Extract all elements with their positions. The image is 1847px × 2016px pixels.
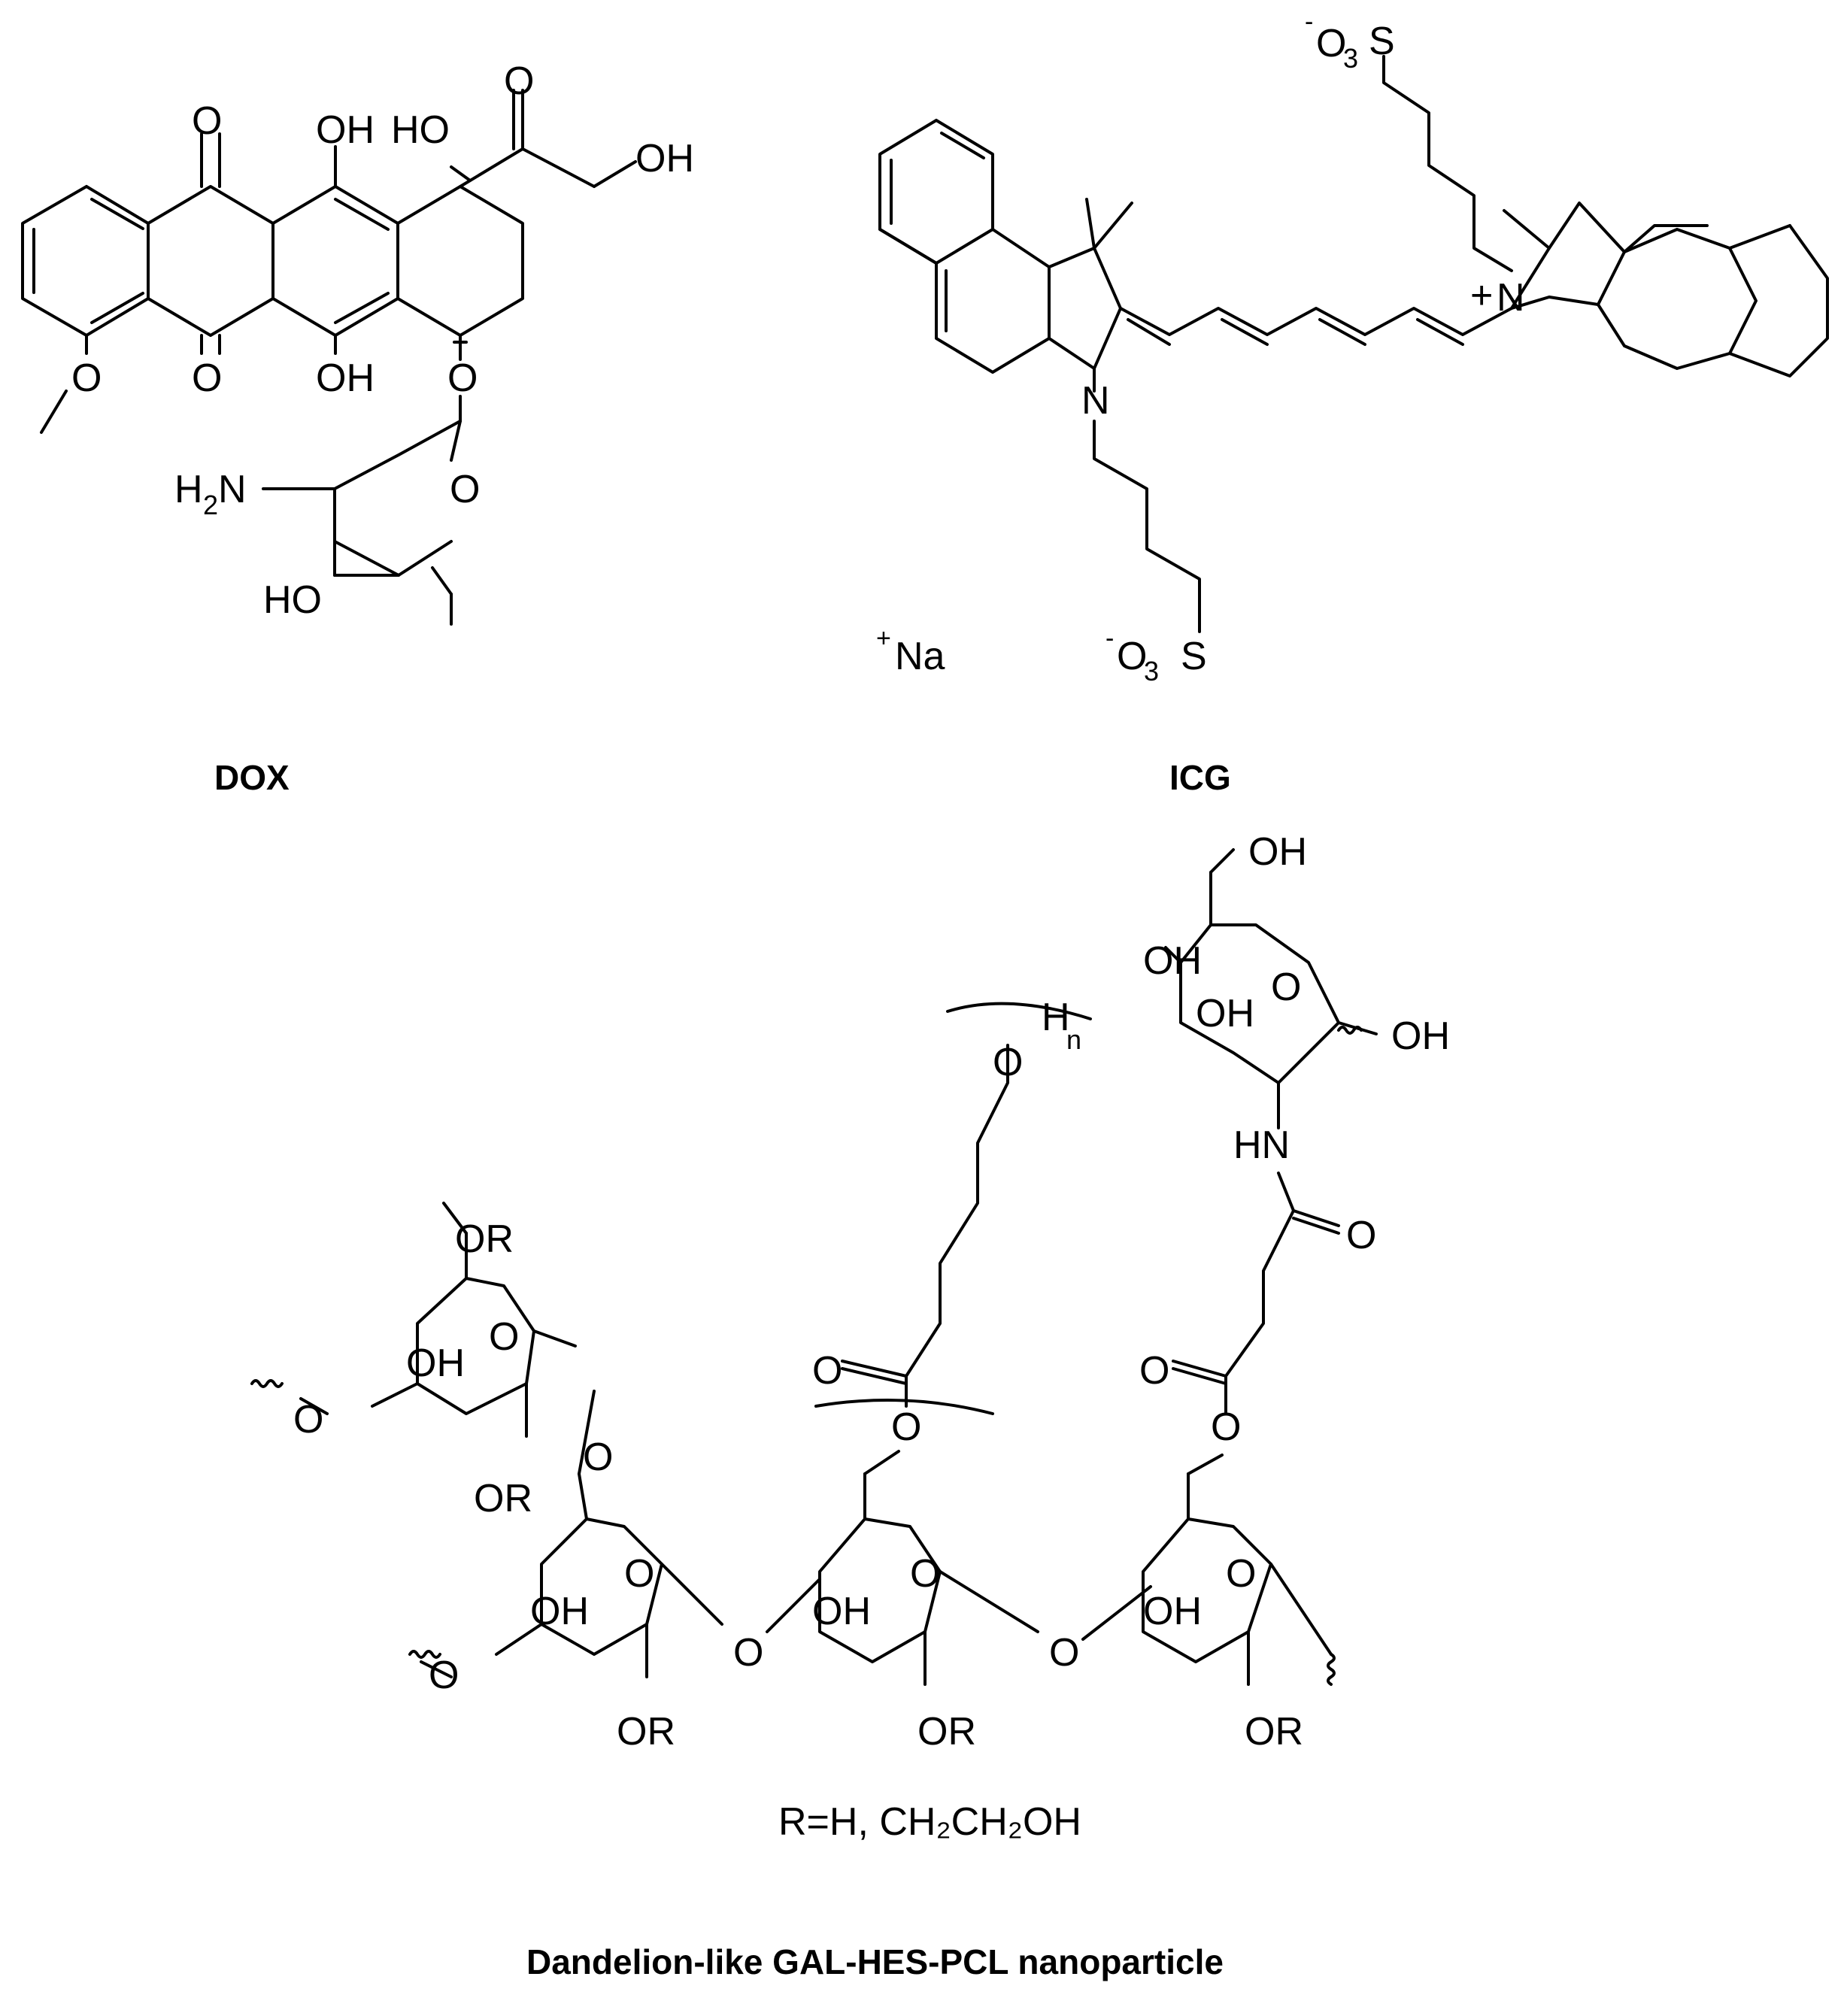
substituent-label: R=H, CH₂CH₂OH <box>778 1800 1081 1844</box>
svg-text:O: O <box>1211 1405 1241 1449</box>
svg-text:O: O <box>1346 1214 1376 1257</box>
svg-text:3: 3 <box>1144 656 1159 687</box>
svg-text:O: O <box>891 1405 921 1449</box>
svg-text:O: O <box>624 1552 654 1596</box>
svg-text:OH: OH <box>530 1590 589 1633</box>
svg-text:O: O <box>447 356 478 400</box>
gal-hes-pcl-structure: OR O OH O O OR O OH O OR O O OH OR O O O… <box>250 830 1450 1844</box>
svg-text:O: O <box>583 1435 613 1479</box>
svg-text:O: O <box>489 1315 519 1359</box>
caption-dox: DOX <box>214 758 290 797</box>
svg-text:O: O <box>1226 1552 1256 1596</box>
svg-text:O: O <box>504 59 534 103</box>
svg-text:OH: OH <box>812 1590 871 1633</box>
svg-text:O: O <box>733 1631 763 1675</box>
svg-text:O: O <box>293 1398 323 1442</box>
svg-text:O: O <box>71 356 102 400</box>
svg-text:-: - <box>1105 624 1114 653</box>
svg-text:O: O <box>192 356 222 400</box>
svg-text:HN: HN <box>1233 1123 1290 1167</box>
svg-text:OR: OR <box>474 1477 532 1520</box>
svg-text:O: O <box>1316 22 1346 65</box>
svg-text:n: n <box>1066 1024 1081 1055</box>
svg-text:HO: HO <box>263 578 322 622</box>
svg-text:O: O <box>812 1349 842 1393</box>
svg-text:O: O <box>1049 1631 1079 1675</box>
svg-text:OH: OH <box>316 108 375 152</box>
svg-text:OH: OH <box>1196 992 1254 1035</box>
svg-text:O: O <box>429 1654 459 1697</box>
icg-structure: N N + S S - O3 - O3 + Na <box>876 8 1829 687</box>
svg-text:OH: OH <box>316 356 375 400</box>
counterion-label: Na <box>895 635 945 678</box>
svg-text:-: - <box>1305 8 1313 36</box>
caption-icg: ICG <box>1169 758 1231 797</box>
svg-text:O: O <box>450 468 480 511</box>
svg-text:OH: OH <box>1143 1590 1202 1633</box>
caption-nanoparticle: Dandelion-like GAL-HES-PCL nanoparticle <box>526 1942 1224 1981</box>
svg-text:O: O <box>993 1041 1023 1084</box>
svg-text:O: O <box>192 99 222 143</box>
svg-text:H: H <box>1042 996 1070 1039</box>
svg-text:OR: OR <box>1245 1710 1303 1754</box>
svg-text:OH: OH <box>1391 1014 1450 1058</box>
svg-text:O: O <box>1117 635 1147 678</box>
svg-text:H: H <box>174 468 203 511</box>
svg-text:3: 3 <box>1343 43 1358 74</box>
svg-text:2: 2 <box>203 490 218 520</box>
svg-text:N: N <box>1497 276 1525 320</box>
svg-text:S: S <box>1181 635 1207 678</box>
svg-text:O: O <box>1139 1349 1169 1393</box>
svg-text:S: S <box>1369 20 1395 63</box>
svg-text:+: + <box>876 624 891 653</box>
svg-text:OR: OR <box>455 1217 514 1261</box>
svg-text:+: + <box>1470 274 1493 317</box>
svg-text:OH: OH <box>1248 830 1307 874</box>
svg-text:OR: OR <box>617 1710 675 1754</box>
svg-text:O: O <box>1271 966 1301 1009</box>
svg-text:OH: OH <box>635 137 694 180</box>
svg-text:N: N <box>218 468 247 511</box>
svg-text:OH: OH <box>1143 939 1202 983</box>
svg-text:OH: OH <box>406 1341 465 1385</box>
svg-text:HO: HO <box>391 108 450 152</box>
svg-text:O: O <box>910 1552 940 1596</box>
svg-text:N: N <box>1081 379 1110 423</box>
svg-text:OR: OR <box>917 1710 976 1754</box>
